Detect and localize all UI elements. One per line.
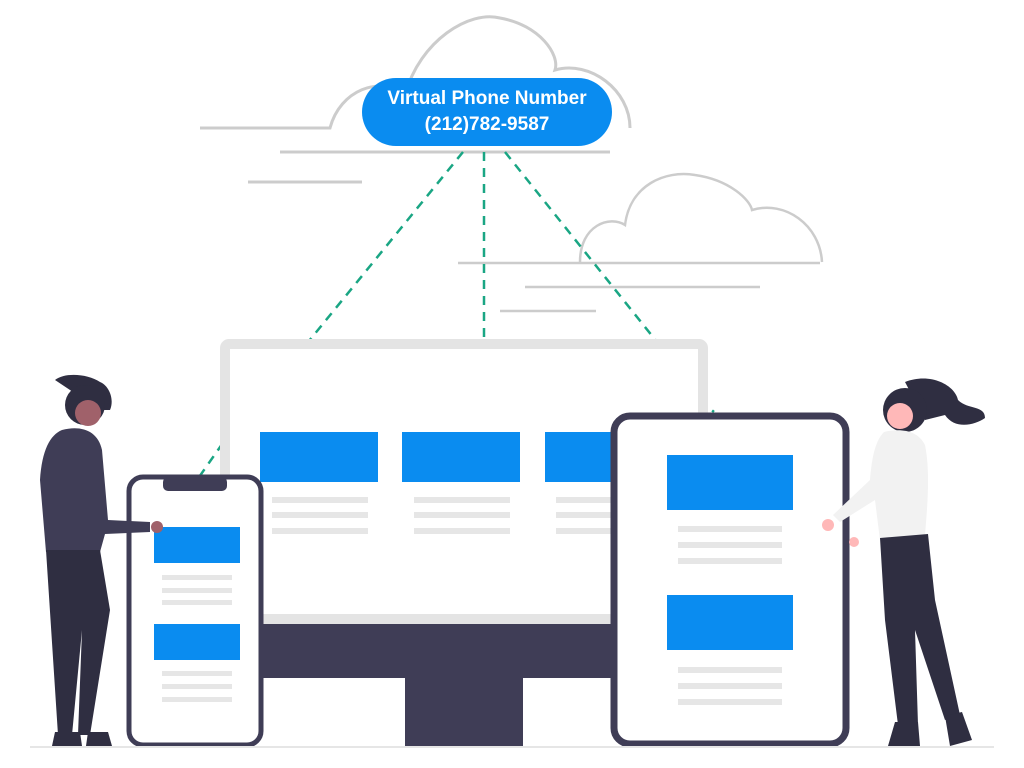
monitor-card [402,432,520,482]
man-figure [40,374,163,746]
badge-title: Virtual Phone Number [387,88,587,109]
phone-number: (212)782-9587 [424,114,550,135]
tablet-card [667,455,793,510]
woman-figure [822,378,985,746]
phone-card [154,527,240,563]
tablet-card [667,595,793,650]
monitor-card [260,432,378,482]
phone-card [154,624,240,660]
virtual-number-badge: Virtual Phone Number (212)782-9587 [362,78,612,146]
cloud-icon [458,172,824,313]
tablet [610,412,850,748]
phone [126,474,264,748]
